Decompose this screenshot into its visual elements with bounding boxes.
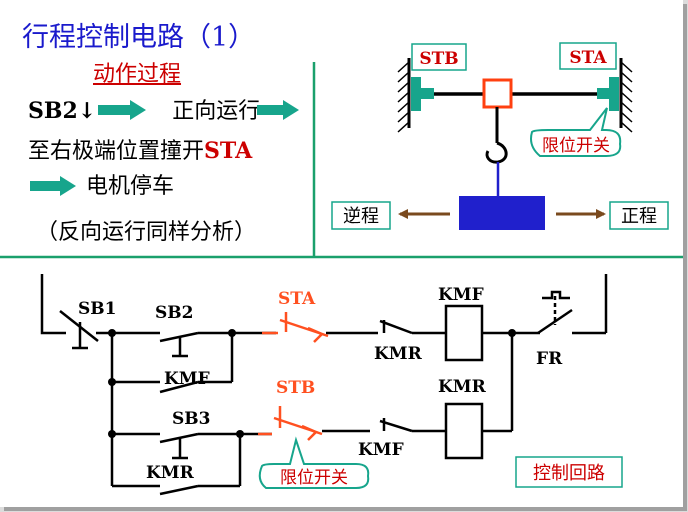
sta-label: STA — [204, 138, 253, 164]
reach-limit-text: 至右极端位置撞开 — [28, 139, 205, 164]
kmf-aux-label: KMF — [164, 369, 210, 389]
teal-arrow-icon — [98, 100, 146, 120]
stb-label-box — [411, 43, 467, 71]
junction-dot — [236, 430, 244, 438]
sta-label-box — [559, 42, 617, 70]
kmf-interlock-label: KMF — [358, 440, 404, 460]
reverse-label-box — [331, 201, 391, 230]
sta-switch-body — [597, 77, 619, 111]
sb2-press-label: SB2↓ — [28, 98, 97, 124]
limit-switch-callout-text-bottom: 限位开关 — [280, 468, 348, 488]
sta-limit-contact — [262, 312, 329, 343]
sta-circuit-label: STA — [278, 289, 316, 309]
limit-switch-callout-bubble — [530, 107, 622, 157]
coil-kmr-label: KMR — [438, 377, 487, 397]
sta-label: STA — [569, 48, 607, 68]
forward-run-text: 正向运行 — [172, 99, 261, 124]
limit-switch-callout-text: 限位开关 — [542, 136, 610, 156]
load-block — [459, 196, 545, 230]
kmr-aux-label: KMR — [146, 463, 195, 483]
forward-label: 正程 — [621, 206, 657, 227]
stb-circuit-label: STB — [276, 378, 315, 398]
control-circuit-wiring — [40, 274, 608, 496]
reverse-note: （反向运行同样分析） — [36, 220, 257, 245]
process-heading: 动作过程 — [93, 62, 182, 87]
hatch-wall-icon — [619, 58, 633, 133]
forward-label-box — [609, 201, 669, 230]
kmr-interlock-label: KMR — [374, 344, 423, 364]
fr-label: FR — [536, 349, 563, 369]
motor-stop-text: 电机停车 — [86, 174, 175, 199]
stb-limit-contact — [258, 406, 323, 441]
process-step-1: SB2↓ 正向运行 — [28, 100, 260, 123]
stb-label: STB — [419, 49, 458, 69]
hatch-wall-icon — [397, 58, 411, 133]
stb-switch-body — [411, 77, 434, 111]
limit-switch-callout-bubble-bottom — [258, 436, 370, 489]
reverse-label: 逆程 — [343, 206, 379, 227]
junction-dot — [508, 329, 516, 337]
process-step-2: 至右极端位置撞开STA — [28, 140, 252, 163]
coil-kmf-label: KMF — [438, 285, 484, 305]
hook-icon — [485, 107, 508, 196]
junction-dot — [108, 329, 116, 337]
teal-arrow-icon — [257, 100, 299, 120]
junction-dot — [108, 430, 116, 438]
sb2-label: SB2 — [155, 303, 193, 323]
junction-dot — [108, 378, 116, 386]
sb1-label: SB1 — [78, 299, 116, 319]
control-loop-box — [515, 456, 623, 488]
junction-dot — [228, 329, 236, 337]
teal-arrow-icon — [30, 176, 76, 196]
control-loop-label: 控制回路 — [533, 463, 605, 484]
sb3-label: SB3 — [172, 409, 210, 429]
page-title: 行程控制电路（1） — [22, 22, 256, 53]
trolley — [482, 78, 513, 109]
